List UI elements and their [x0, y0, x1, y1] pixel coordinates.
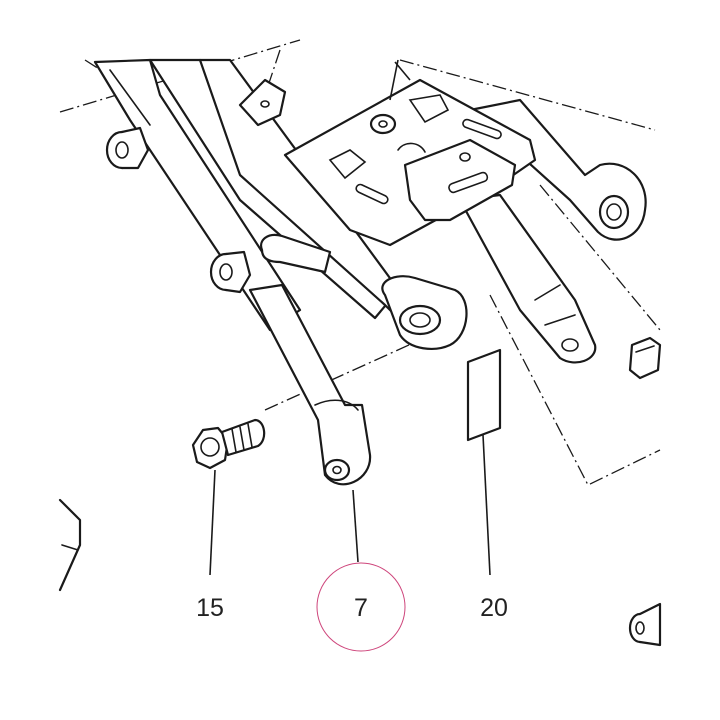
leader-7	[352, 489, 359, 563]
callout-highlight-circle	[316, 562, 406, 652]
bushing-upper	[105, 126, 150, 170]
cross-tube	[260, 233, 332, 274]
partial-bracket-left	[58, 498, 82, 592]
bushing-lower	[209, 250, 252, 294]
callout-labels: 15 7 20	[196, 594, 508, 622]
subframe-strut	[248, 283, 372, 486]
flange-bolt	[191, 418, 266, 470]
leader-lines	[209, 59, 491, 576]
callout-label-20: 20	[480, 594, 508, 622]
frame-right-lower-tube	[458, 193, 597, 364]
leader-15	[209, 469, 216, 576]
main-tube-eye	[381, 275, 468, 350]
partial-bushing-right	[628, 602, 662, 647]
label-plate	[466, 348, 502, 442]
leader-20	[482, 434, 491, 576]
callout-label-7: 7	[354, 594, 368, 622]
callout-label-15: 15	[196, 594, 224, 622]
mounting-bracket	[283, 78, 537, 247]
upper-mount-tab	[238, 78, 287, 127]
clip-part	[628, 336, 662, 380]
